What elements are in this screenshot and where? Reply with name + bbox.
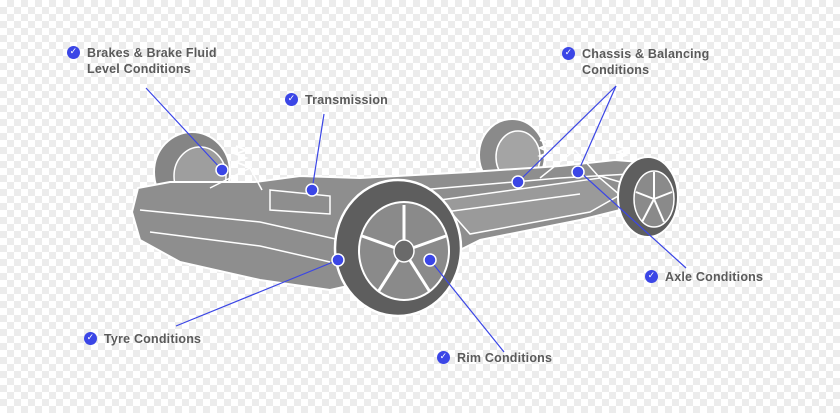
rim-marker — [423, 253, 437, 267]
callout-tyre-label: Tyre Conditions — [104, 332, 202, 346]
check-circle-icon: ✓ — [437, 351, 450, 364]
chassis-floor — [438, 177, 622, 235]
chassis-marker — [511, 175, 525, 189]
front-near-wheel — [333, 178, 463, 318]
check-circle-icon: ✓ — [645, 270, 658, 283]
callout-rim: ✓ Rim Conditions — [437, 350, 552, 366]
callout-rim-label: Rim Conditions — [457, 351, 553, 365]
chassis-rails — [139, 148, 641, 263]
check-circle-icon: ✓ — [562, 47, 575, 60]
callout-brakes: ✓ Brakes & Brake Fluid Level Conditions — [67, 45, 217, 77]
suspension-springs — [233, 139, 629, 167]
callout-axle-label: Axle Conditions — [665, 270, 764, 284]
chassis-connector-2 — [577, 85, 617, 173]
check-circle-icon: ✓ — [67, 46, 80, 59]
callout-chassis: ✓ Chassis & Balancing Conditions — [562, 46, 709, 78]
callout-brakes-label: Brakes & Brake Fluid Level Conditions — [87, 46, 217, 76]
callout-tyre: ✓ Tyre Conditions — [84, 331, 201, 347]
brakes-marker — [215, 163, 229, 177]
transmission-connector — [311, 113, 325, 191]
callout-chassis-label: Chassis & Balancing Conditions — [582, 47, 710, 77]
tyre-marker — [331, 253, 345, 267]
chassis-marker-2 — [571, 165, 585, 179]
check-circle-icon: ✓ — [84, 332, 97, 345]
car-chassis-illustration — [131, 118, 679, 318]
callout-transmission: ✓ Transmission — [285, 92, 388, 108]
chassis-connector — [517, 85, 617, 183]
transmission-marker — [305, 183, 319, 197]
axle-connector — [579, 171, 687, 269]
marker-dots — [215, 163, 585, 267]
brakes-connector — [145, 87, 223, 171]
tyre-connector — [175, 259, 339, 327]
rim-connector — [429, 259, 505, 353]
callout-axle: ✓ Axle Conditions — [645, 269, 763, 285]
check-circle-icon: ✓ — [285, 93, 298, 106]
callout-transmission-label: Transmission — [305, 93, 388, 107]
rear-near-wheel — [617, 156, 679, 238]
connector-lines — [145, 85, 687, 353]
